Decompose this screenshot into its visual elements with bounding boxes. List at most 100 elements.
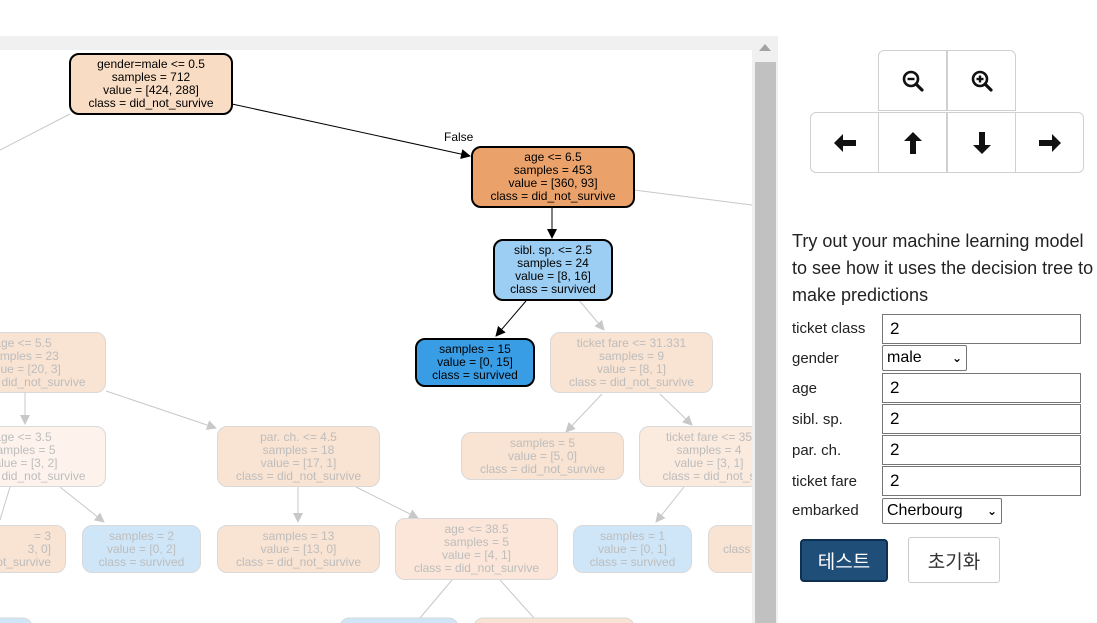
node-line: ticket fare <= 35 <box>665 429 752 444</box>
edge-age35-leaf3 <box>0 486 11 521</box>
node-line: samples = 5 <box>509 435 576 450</box>
node-line: value = [8, 16] <box>515 269 591 283</box>
node-line: samples = 18 <box>262 442 335 457</box>
partial-node-bottom-1 <box>340 617 458 623</box>
gender-select[interactable]: male ⌄ <box>882 345 967 371</box>
node-line: class = did_not_s <box>662 468 752 483</box>
edge-age385-left <box>419 579 453 619</box>
pan-left-button[interactable] <box>810 112 879 173</box>
arrow-down-icon <box>972 131 991 154</box>
node-line: age <= 5.5 <box>0 335 52 350</box>
label-ticket-class: ticket class <box>792 320 866 337</box>
node-line: samples = 9 <box>598 348 665 363</box>
chevron-down-icon: ⌄ <box>951 351 962 365</box>
edge-age55-parch <box>105 390 217 430</box>
edge-false-label: False <box>444 130 474 144</box>
node-line: class <box>723 541 751 556</box>
node-line: samples = 5 <box>443 535 510 549</box>
node-line: samples = 15 <box>439 342 511 356</box>
tree-leaf-class-partial[interactable]: class <box>708 525 752 573</box>
node-line: class = did_not_survive <box>568 374 695 389</box>
label-gender: gender <box>792 350 839 367</box>
node-line: value = [8, 1] <box>596 361 667 376</box>
embarked-select[interactable]: Cherbourg ⌄ <box>882 498 1002 524</box>
node-line: samples = 24 <box>517 256 589 270</box>
edge-fare-leaf5 <box>565 393 603 433</box>
partial-node-bottom-2 <box>474 617 634 623</box>
embarked-selected-value: Cherbourg <box>887 502 963 519</box>
node-line: samples = 5 <box>0 442 56 457</box>
edge-sibl-leaf <box>495 300 527 337</box>
test-button[interactable]: 테스트 <box>800 539 888 582</box>
age-input[interactable] <box>882 373 1081 403</box>
edge-root-left <box>0 113 71 151</box>
edge-root-age <box>231 103 471 159</box>
node-line: class = did_not_survive <box>0 374 86 389</box>
label-sibl-sp: sibl. sp. <box>792 411 843 428</box>
pan-down-button[interactable] <box>947 112 1016 173</box>
arrow-left-icon <box>833 133 856 152</box>
node-line: value = [20, 3] <box>0 361 61 376</box>
node-line: value = [0, 2] <box>106 541 177 556</box>
edge-fare-fare35 <box>659 393 693 426</box>
instructions-text: Try out your machine learning model to s… <box>792 231 1094 305</box>
par-ch-input[interactable] <box>882 435 1081 465</box>
scroll-up-icon[interactable] <box>759 44 771 51</box>
node-line: class = did_not_survive <box>88 96 214 110</box>
node-line: 3, 0] <box>27 541 51 556</box>
node-line: age <= 3.5 <box>0 429 52 444</box>
node-line: class = did_not_survive <box>235 468 362 483</box>
node-line: samples = 4 <box>676 442 742 457</box>
node-line: samples = 13 <box>262 528 335 543</box>
node-line: class = did_not_survive <box>490 189 616 203</box>
zoom-in-button[interactable] <box>947 50 1016 111</box>
node-line: class = survived <box>98 554 185 569</box>
edge-parch-age385 <box>355 486 419 519</box>
node-line: class = survived <box>432 368 518 382</box>
node-line: age <= 38.5 <box>444 522 509 536</box>
ticket-class-input[interactable] <box>882 314 1081 344</box>
edge-sibl-fare <box>577 298 605 331</box>
zoom-out-button[interactable] <box>878 50 947 111</box>
label-age: age <box>792 380 818 397</box>
ticket-fare-input[interactable] <box>882 466 1081 496</box>
node-line: class = did_not_survive <box>479 461 606 476</box>
node-line: value = [3, 1] <box>674 455 744 470</box>
node-line: class = survived <box>510 282 596 296</box>
node-line: value = [13, 0] <box>260 541 337 556</box>
node-line: samples = 1 <box>599 528 666 543</box>
node-line: samples = 712 <box>111 70 191 84</box>
edge-age35-leaf2 <box>59 486 105 523</box>
vertical-scrollbar[interactable] <box>753 36 778 623</box>
pan-up-button[interactable] <box>878 112 947 173</box>
arrow-up-icon <box>903 131 922 154</box>
node-line: value = [424, 288] <box>103 83 199 97</box>
node-line: value = [4, 1] <box>441 548 512 562</box>
node-line: value = [0, 1] <box>597 541 668 556</box>
label-ticket-fare: ticket fare <box>792 473 858 490</box>
node-line: value = [3, 2] <box>0 455 58 470</box>
node-line: samples = 23 <box>0 348 59 363</box>
pan-right-button[interactable] <box>1015 112 1084 173</box>
scrollbar-thumb[interactable] <box>755 62 776 623</box>
reset-button[interactable]: 초기화 <box>908 537 1000 583</box>
sibl-sp-input[interactable] <box>882 404 1081 434</box>
zoom-in-icon <box>971 70 993 92</box>
